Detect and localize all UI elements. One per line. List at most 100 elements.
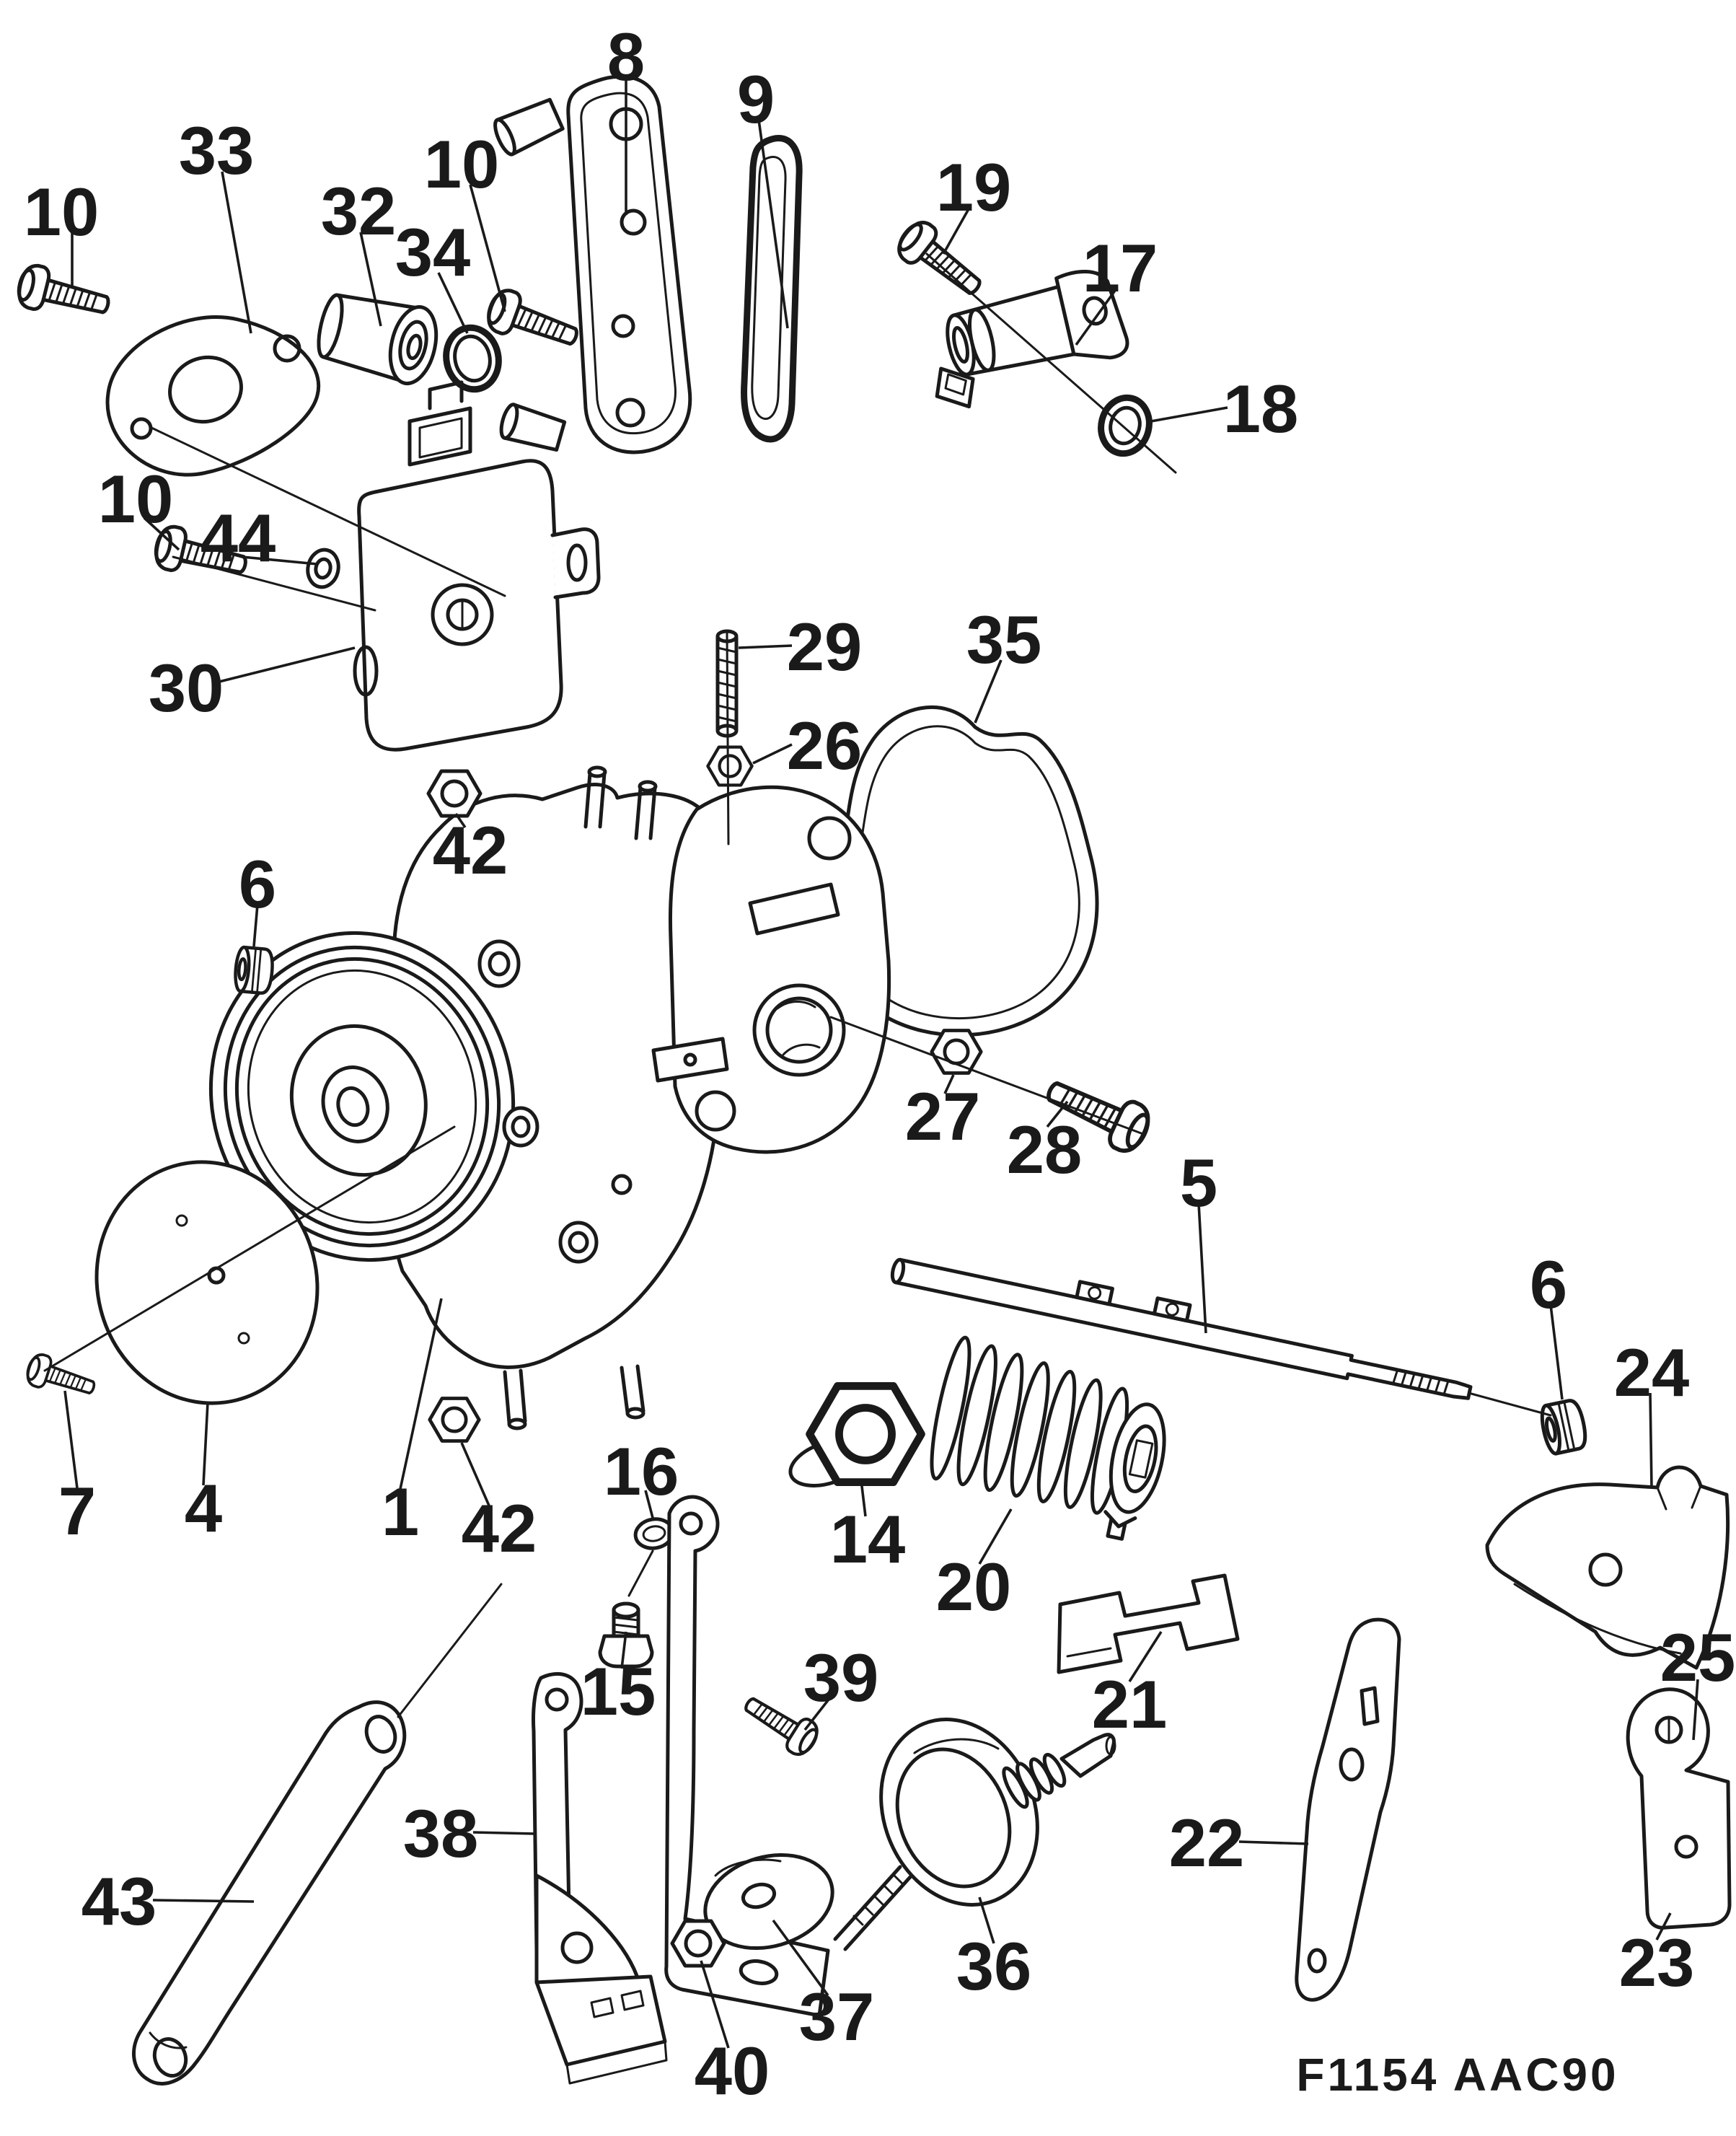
callout-label-6-left: 6	[239, 846, 276, 922]
callout-22: 22	[1169, 1805, 1309, 1881]
callout-leader-30	[216, 646, 356, 684]
callout-5: 5	[1180, 1145, 1217, 1334]
callout-leader-32	[359, 232, 382, 327]
callout-label-21: 21	[1092, 1666, 1168, 1742]
callout-leader-36	[978, 1897, 995, 1944]
callout-label-6-right: 6	[1530, 1247, 1567, 1322]
part-damper-disc-4	[94, 1160, 320, 1405]
callout-leader-14	[860, 1480, 867, 1517]
callout-leader-29	[738, 644, 793, 649]
callout-label-34: 34	[395, 214, 471, 290]
part-screw-7	[22, 1350, 100, 1405]
part-arm-43	[132, 1700, 407, 2086]
callout-35: 35	[966, 602, 1042, 724]
callout-label-7: 7	[58, 1473, 96, 1549]
callout-label-10-sensor: 10	[98, 461, 174, 537]
part-nut-14	[788, 1386, 921, 1487]
callout-label-30: 30	[149, 650, 224, 726]
callout-44: 44	[201, 500, 318, 576]
callout-10-top-mid: 10	[424, 126, 506, 312]
callout-label-5: 5	[1180, 1145, 1217, 1221]
part-plate-8	[493, 74, 692, 454]
part-shaft-5	[890, 1257, 1473, 1400]
callout-leader-24	[1649, 1392, 1653, 1488]
callout-leader-28	[1046, 1100, 1069, 1128]
callout-29: 29	[738, 609, 863, 685]
callout-label-15: 15	[581, 1653, 656, 1729]
part-grommet-6b	[1539, 1399, 1589, 1455]
callout-label-26: 26	[787, 708, 863, 783]
part-grommet-6a	[234, 946, 274, 993]
callout-leader-40	[700, 1960, 730, 2049]
part-bolt-19	[892, 216, 990, 306]
callout-21: 21	[1092, 1631, 1168, 1742]
callout-label-38: 38	[403, 1796, 479, 1871]
callout-leader-33	[221, 171, 252, 334]
callout-8: 8	[607, 19, 645, 215]
part-oring-18	[1098, 394, 1153, 457]
callout-leader-37	[772, 1919, 829, 1997]
part-bracket-33	[105, 315, 321, 477]
callout-leader-4	[202, 1402, 209, 1486]
part-plug-15	[598, 1601, 654, 1669]
callout-39: 39	[803, 1640, 878, 1731]
callout-leader-20	[978, 1508, 1013, 1565]
part-link-22	[1295, 1617, 1401, 2002]
callout-42-upper: 42	[433, 812, 508, 888]
callout-leader-26	[752, 743, 793, 765]
figure-caption: F1154 AAC90	[1296, 2049, 1618, 2101]
callout-label-1: 1	[382, 1474, 419, 1550]
callout-leader-25	[1692, 1679, 1699, 1741]
callout-1: 1	[382, 1298, 443, 1550]
callout-leader-42-lower	[460, 1442, 490, 1506]
part-quadrant-24	[1485, 1465, 1730, 1670]
callout-leader-34	[437, 272, 469, 334]
part-nut-26	[708, 747, 752, 786]
callout-label-23: 23	[1619, 1925, 1695, 2000]
callout-16: 16	[604, 1433, 679, 1519]
callout-label-9: 9	[737, 61, 775, 137]
part-screw-10a	[14, 263, 113, 327]
callout-10-top-left: 10	[24, 174, 100, 287]
callout-leader-9	[757, 119, 789, 329]
part-lever-21	[1057, 1573, 1240, 1674]
callout-label-4: 4	[185, 1470, 222, 1546]
callout-leader-19	[942, 207, 971, 255]
callout-7: 7	[58, 1390, 96, 1549]
callout-leader-6-left	[252, 904, 259, 947]
callout-leader-39	[803, 1695, 832, 1731]
callout-42-lower: 42	[460, 1442, 537, 1566]
callout-label-29: 29	[787, 609, 863, 685]
callout-label-8: 8	[607, 19, 645, 95]
callout-leader-10-top-mid	[469, 184, 506, 312]
callout-37: 37	[772, 1919, 874, 2054]
part-bracket-23	[1626, 1687, 1732, 1930]
callout-label-35: 35	[966, 602, 1042, 677]
callout-leader-17	[1075, 287, 1118, 346]
callout-leader-44	[242, 555, 318, 566]
callout-leader-7	[63, 1390, 79, 1489]
callout-leader-22	[1238, 1840, 1309, 1845]
callout-leader-10-sensor	[143, 517, 180, 551]
callout-36: 36	[956, 1897, 1032, 2004]
callout-30: 30	[149, 646, 356, 726]
callout-leader-5	[1197, 1203, 1207, 1334]
part-bracket-38	[532, 1671, 668, 2085]
callout-leader-6-right	[1549, 1304, 1564, 1400]
callout-leader-15	[620, 1631, 627, 1669]
callout-label-22: 22	[1169, 1805, 1245, 1881]
part-nut-27	[932, 1031, 981, 1073]
part-bushing-32	[317, 293, 439, 386]
callout-43: 43	[81, 1863, 255, 1939]
callout-label-27: 27	[905, 1078, 981, 1154]
part-nut-42a	[428, 771, 480, 816]
callout-label-36: 36	[956, 1928, 1032, 2004]
part-spring-20	[930, 1335, 1166, 1541]
callout-19: 19	[936, 149, 1011, 255]
part-washer-44	[306, 548, 340, 589]
callout-label-10-top-left: 10	[24, 174, 100, 250]
callout-leader-43	[152, 1899, 255, 1903]
